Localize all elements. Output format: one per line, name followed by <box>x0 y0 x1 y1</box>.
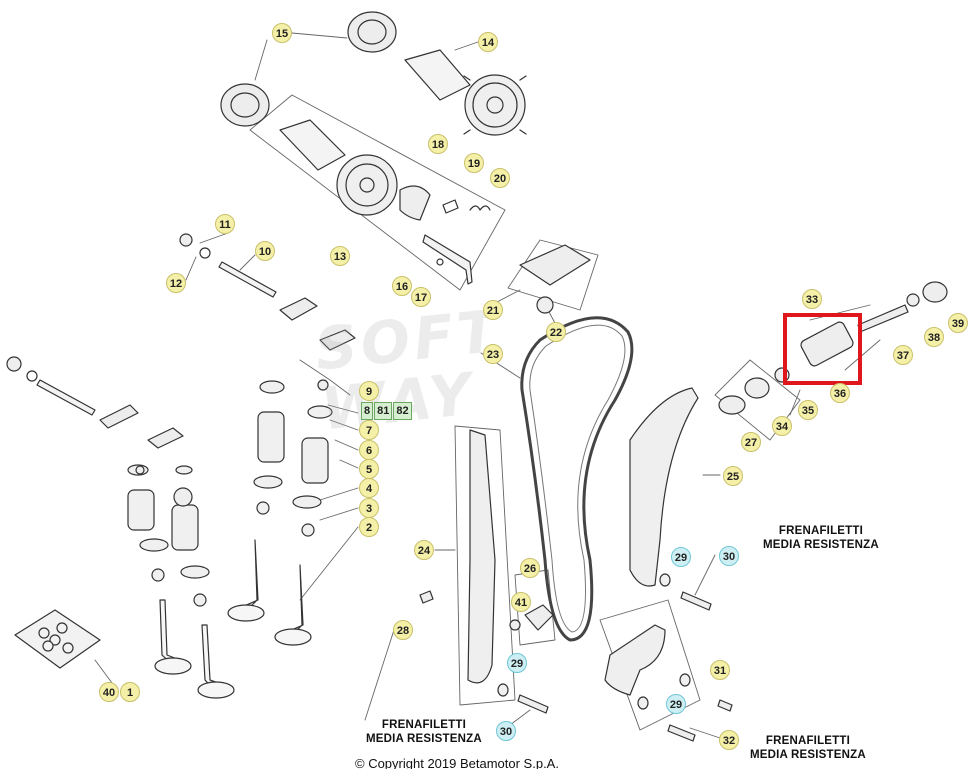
chain-tensioner <box>718 281 948 415</box>
callout-38[interactable]: 38 <box>924 327 944 347</box>
threadlock-note-right-line1: FRENAFILETTI <box>778 525 864 537</box>
threadlock-note-left: FRENAFILETTI MEDIA RESISTENZA <box>366 718 482 746</box>
callout-33[interactable]: 33 <box>802 289 822 309</box>
copyright-text: © Copyright 2019 Betamotor S.p.A. <box>355 756 559 769</box>
callout-82[interactable]: 82 <box>393 402 412 420</box>
callout-40[interactable]: 40 <box>99 682 119 702</box>
small-parts <box>135 244 591 507</box>
left-valve-springs <box>127 380 333 607</box>
callout-21[interactable]: 21 <box>483 300 503 320</box>
threadlock-note-bottom-line1: FRENAFILETTI <box>765 735 851 747</box>
callout-18[interactable]: 18 <box>428 134 448 154</box>
rocker-arms <box>99 297 356 449</box>
callout-29-bottom[interactable]: 29 <box>666 694 686 714</box>
callout-41[interactable]: 41 <box>511 592 531 612</box>
callout-27[interactable]: 27 <box>741 432 761 452</box>
threadlock-note-left-line1: FRENAFILETTI <box>381 719 467 731</box>
callout-32[interactable]: 32 <box>719 730 739 750</box>
callout-39[interactable]: 39 <box>948 313 968 333</box>
callout-11[interactable]: 11 <box>215 214 235 234</box>
decompressor-parts <box>399 185 491 285</box>
callout-14[interactable]: 14 <box>478 32 498 52</box>
callout-17[interactable]: 17 <box>411 287 431 307</box>
callout-24[interactable]: 24 <box>414 540 434 560</box>
callout-23[interactable]: 23 <box>483 344 503 364</box>
callout-26[interactable]: 26 <box>520 558 540 578</box>
callout-36[interactable]: 36 <box>830 383 850 403</box>
callout-group-8-81-82: 8 81 82 <box>361 402 412 420</box>
callout-35[interactable]: 35 <box>798 400 818 420</box>
callout-4[interactable]: 4 <box>359 478 379 498</box>
threadlock-note-right: FRENAFILETTI MEDIA RESISTENZA <box>763 524 879 552</box>
callout-3[interactable]: 3 <box>359 498 379 518</box>
callout-13[interactable]: 13 <box>330 246 350 266</box>
camshaft-bearings <box>220 11 397 127</box>
chain-guide <box>467 429 496 684</box>
threadlock-note-left-line2: MEDIA RESISTENZA <box>366 733 482 745</box>
callout-15[interactable]: 15 <box>272 23 292 43</box>
callout-2[interactable]: 2 <box>359 517 379 537</box>
callout-37[interactable]: 37 <box>893 345 913 365</box>
valves <box>154 539 312 699</box>
callout-8[interactable]: 8 <box>361 402 374 420</box>
callout-16[interactable]: 16 <box>392 276 412 296</box>
exhaust-camshaft <box>404 49 527 136</box>
rocker-shaft-parts <box>6 233 277 416</box>
callout-7[interactable]: 7 <box>359 420 379 440</box>
callout-9[interactable]: 9 <box>359 381 379 401</box>
callout-19[interactable]: 19 <box>464 153 484 173</box>
callout-20[interactable]: 20 <box>490 168 510 188</box>
callout-6[interactable]: 6 <box>359 440 379 460</box>
callout-28[interactable]: 28 <box>393 620 413 640</box>
callout-1[interactable]: 1 <box>120 682 140 702</box>
callout-12[interactable]: 12 <box>166 273 186 293</box>
callout-25[interactable]: 25 <box>723 466 743 486</box>
callout-29-top[interactable]: 29 <box>671 547 691 567</box>
callout-5[interactable]: 5 <box>359 459 379 479</box>
threadlock-note-right-line2: MEDIA RESISTENZA <box>763 539 879 551</box>
callout-10[interactable]: 10 <box>255 241 275 261</box>
callout-29-left[interactable]: 29 <box>507 653 527 673</box>
spacers <box>497 573 691 710</box>
threadlock-note-bottom-line2: MEDIA RESISTENZA <box>750 749 866 761</box>
tensioner-blade <box>629 387 699 587</box>
timing-chain <box>520 316 634 642</box>
callout-30-top[interactable]: 30 <box>719 546 739 566</box>
callout-81[interactable]: 81 <box>374 402 393 420</box>
guide-pivot <box>509 604 554 631</box>
callout-22[interactable]: 22 <box>546 322 566 342</box>
callout-30-bottom[interactable]: 30 <box>496 721 516 741</box>
threadlock-note-bottom: FRENAFILETTI MEDIA RESISTENZA <box>750 734 866 762</box>
shim-kit <box>14 609 101 669</box>
sprocket-support <box>604 624 666 696</box>
bolts <box>419 590 733 742</box>
selected-part-highlight <box>783 313 862 385</box>
callout-31[interactable]: 31 <box>710 660 730 680</box>
callout-34[interactable]: 34 <box>772 416 792 436</box>
intake-camshaft <box>279 119 398 216</box>
